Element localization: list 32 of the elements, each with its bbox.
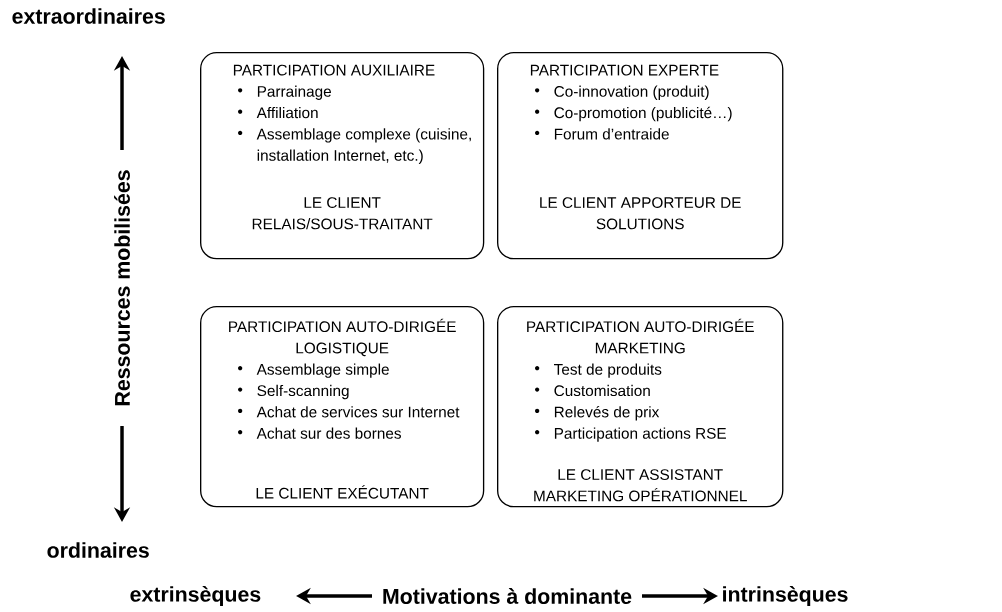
bullet-item: Achat sur des bornes	[238, 427, 401, 439]
bullet-item: Self-scanning	[238, 384, 349, 400]
bullet-item: Assemblage simple	[238, 363, 389, 378]
quadrant-box	[200, 52, 485, 260]
box-heading: PARTICIPATION AUXILIAIRE	[233, 64, 435, 76]
box-heading: PARTICIPATION EXPERTE	[530, 64, 719, 76]
bullet-item: Test de produits	[535, 363, 662, 378]
bullet-item: Forum d’entraide	[535, 128, 669, 140]
axis-label: intrinsèques	[723, 586, 848, 607]
axis-label: Ressources mobilisées	[114, 170, 130, 406]
quadrant-box	[200, 306, 485, 508]
bullet-item: Parrainage	[238, 85, 331, 100]
axis-label: Motivations à dominante	[383, 588, 632, 604]
bullet-item: Co-promotion (publicité…)	[535, 106, 732, 122]
quadrant-box	[497, 306, 784, 508]
axis-label: extraordinaires	[12, 8, 165, 24]
bullet-item: Co-innovation (produit)	[535, 85, 709, 100]
bullet-item: Assemblage complexe (cuisine, installation Internet, etc.)	[238, 128, 471, 164]
bullet-item: Participation actions RSE	[535, 427, 726, 442]
role-label: LE CLIENT ASSISTANT MARKETING OPÉRATIONNEL	[534, 469, 747, 502]
axis-label: extrinsèques	[130, 586, 261, 607]
axis-label: ordinaires	[47, 542, 149, 558]
role-label: LE CLIENT APPORTEUR DE SOLUTIONS	[540, 197, 741, 230]
bullet-item: Achat de services sur Internet	[238, 406, 460, 418]
bullet-item: Relevés de prix	[535, 406, 660, 421]
bullet-item: Affiliation	[238, 106, 318, 119]
bullet-item: Customisation	[535, 384, 650, 397]
role-label: LE CLIENT EXÉCUTANT	[256, 485, 429, 499]
quadrant-box	[497, 52, 784, 260]
box-heading: PARTICIPATION AUTO-DIRIGÉE LOGISTIQUE	[229, 318, 456, 357]
box-heading: PARTICIPATION AUTO-DIRIGÉE MARKETING	[527, 318, 754, 354]
role-label: LE CLIENT RELAIS/SOUS-TRAITANT	[252, 197, 433, 230]
